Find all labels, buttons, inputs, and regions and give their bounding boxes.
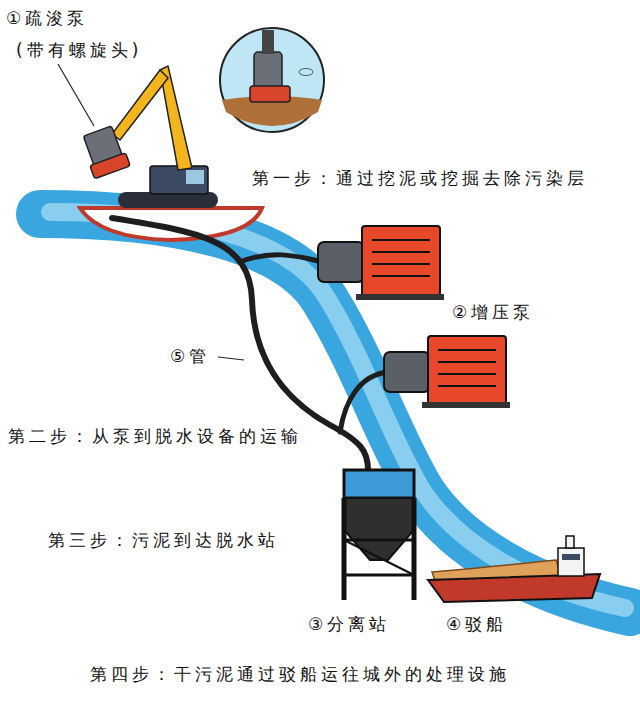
excavator-window <box>186 170 204 184</box>
separation-station <box>344 470 414 600</box>
part-label: ①疏浚泵 <box>6 8 88 28</box>
booster-pump <box>384 336 510 408</box>
boat <box>80 208 262 240</box>
inset-circle <box>220 28 324 132</box>
step-note: 第一步：通过挖泥或挖掘去除污染层 <box>252 168 588 188</box>
part-label: ⑤管 <box>170 346 210 366</box>
dredge-pump <box>80 124 131 178</box>
pipe-branch <box>240 255 322 262</box>
pipe-branch <box>340 372 388 432</box>
inset-fish <box>299 69 313 76</box>
step-note: 第四步：干污泥通过驳船运往城外的处理设施 <box>90 664 510 684</box>
part-label: ②增压泵 <box>452 302 534 322</box>
step-note: (带有螺旋头) <box>16 40 142 60</box>
leader-line <box>58 64 94 126</box>
river <box>40 214 630 612</box>
booster-pump <box>318 226 444 300</box>
part-label: ③分离站 <box>308 614 390 634</box>
step-note: 第二步：从泵到脱水设备的运输 <box>8 426 302 446</box>
excavator-stick <box>112 70 168 140</box>
part-label: ④驳船 <box>446 614 507 634</box>
step-note: 第三步：污泥到达脱水站 <box>48 530 279 550</box>
barge <box>428 536 600 602</box>
inset-shaft <box>262 30 274 54</box>
inset-head <box>250 86 290 102</box>
leader-line <box>218 357 244 360</box>
